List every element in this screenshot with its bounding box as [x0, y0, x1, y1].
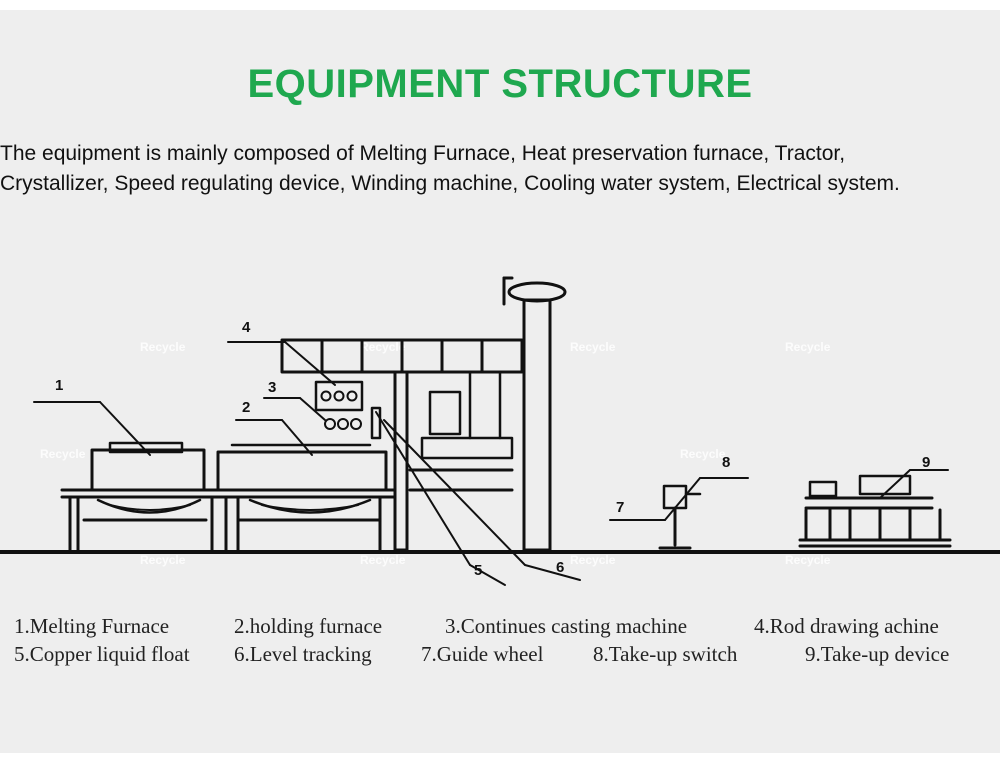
- callout-6: 6: [556, 559, 564, 576]
- legend-item-8: 8.Take-up switch: [593, 642, 738, 666]
- callout-2: 2: [242, 399, 250, 416]
- watermark: Recycle: [570, 340, 616, 354]
- callout-9: 9: [922, 454, 930, 471]
- callout-8: 8: [722, 454, 730, 471]
- watermark: Recycle: [570, 553, 616, 567]
- watermark: Recycle: [40, 447, 86, 461]
- watermark: Recycle: [680, 447, 726, 461]
- page-title: EQUIPMENT STRUCTURE: [247, 62, 753, 106]
- legend-item-9: 9.Take-up device: [805, 642, 950, 666]
- holding-furnace: [216, 443, 397, 552]
- watermark: Recycle: [140, 340, 186, 354]
- rod-drawing-machine: [280, 338, 524, 552]
- legend-item-6: 6.Level tracking: [234, 642, 372, 666]
- take-up-device: [798, 474, 952, 548]
- watermark: Recycle: [785, 553, 831, 567]
- legend-item-3: 3.Continues casting machine: [445, 614, 688, 638]
- intro-paragraph: The equipment is mainly composed of Melt…: [0, 139, 1000, 199]
- leader-lines: [33, 341, 949, 586]
- legend-item-7: 7.Guide wheel: [421, 642, 544, 666]
- callout-7: 7: [616, 499, 624, 516]
- guide-wheel: [658, 484, 702, 550]
- callout-4: 4: [242, 319, 251, 336]
- legend-item-1: 1.Melting Furnace: [14, 614, 170, 638]
- tower: [502, 276, 567, 552]
- watermark: Recycle: [140, 553, 186, 567]
- callout-5: 5: [474, 562, 482, 579]
- equipment-diagram: 1 2 3 4 5 6 7 8 9: [0, 276, 1000, 586]
- legend-item-4: 4.Rod drawing achine: [754, 614, 939, 638]
- callout-1: 1: [55, 377, 63, 394]
- legend-item-5: 5.Copper liquid float: [14, 642, 190, 666]
- watermark: Recycle: [360, 340, 406, 354]
- watermark: Recycle: [360, 553, 406, 567]
- intro-line-1: The equipment is mainly composed of Melt…: [0, 142, 846, 165]
- melting-furnace: [60, 441, 222, 552]
- watermark: Recycle: [785, 340, 831, 354]
- intro-line-2: Crystallizer, Speed regulating device, W…: [0, 172, 900, 195]
- callout-3: 3: [268, 379, 276, 396]
- legend-item-2: 2.holding furnace: [234, 614, 383, 638]
